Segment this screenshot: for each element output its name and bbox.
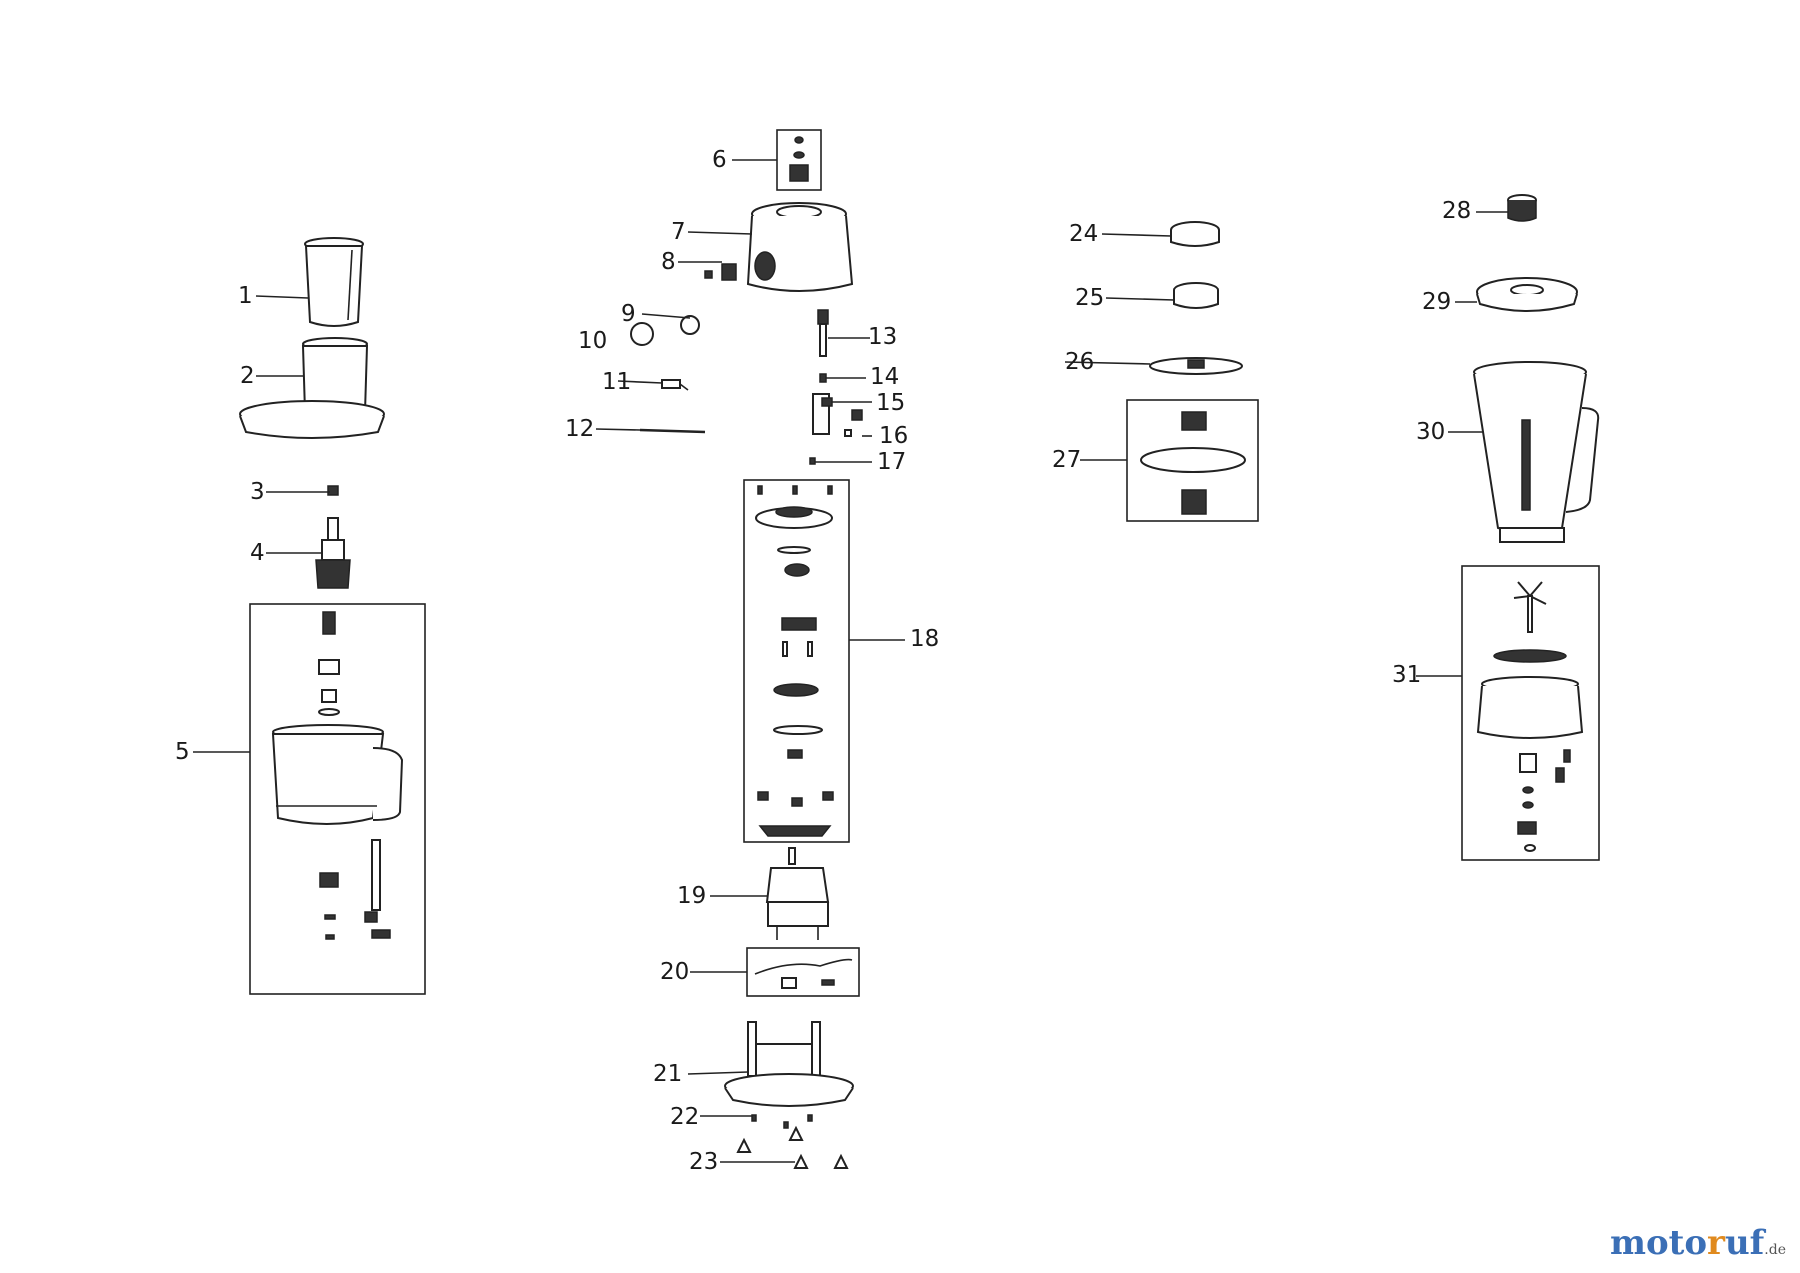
part-29-jug-lid — [1476, 277, 1578, 312]
logo-part-d: .de — [1764, 1242, 1786, 1258]
callout-13: 13 — [868, 324, 898, 350]
part-26-emulsifying-disc — [1149, 357, 1243, 375]
part-16-microswitch — [844, 409, 863, 437]
part-10-ring — [630, 322, 654, 346]
part-31-blade-assembly — [1461, 565, 1600, 861]
part-22-screws — [751, 1114, 813, 1129]
callout-7: 7 — [671, 219, 686, 245]
part-20-cord-set — [746, 947, 860, 997]
part-21-base — [724, 1021, 854, 1107]
part-25-grating-disc — [1173, 282, 1219, 309]
callout-24: 24 — [1069, 221, 1099, 247]
part-4-drive-shaft — [315, 517, 351, 589]
callout-21: 21 — [653, 1061, 683, 1087]
part-28-measuring-cap — [1507, 194, 1537, 222]
part-6-coupling-kit — [776, 129, 822, 191]
part-13-shaft — [817, 309, 829, 357]
callout-29: 29 — [1422, 289, 1452, 315]
callout-27: 27 — [1052, 447, 1082, 473]
callout-3: 3 — [250, 479, 265, 505]
callout-19: 19 — [677, 883, 707, 909]
callout-10: 10 — [578, 328, 608, 354]
callout-30: 30 — [1416, 419, 1446, 445]
part-23-feet — [736, 1125, 849, 1169]
part-15-switch-board — [812, 393, 833, 435]
part-30-blender-jug — [1473, 361, 1600, 543]
callout-17: 17 — [877, 449, 907, 475]
logo-part-c: uf — [1724, 1223, 1765, 1263]
callout-4: 4 — [250, 540, 265, 566]
callout-20: 20 — [660, 959, 690, 985]
callout-23: 23 — [689, 1149, 719, 1175]
part-11-capacitor — [661, 379, 689, 391]
callout-6: 6 — [712, 147, 727, 173]
callout-22: 22 — [670, 1104, 700, 1130]
callout-31: 31 — [1392, 662, 1422, 688]
part-1-pusher — [304, 237, 364, 327]
callout-5: 5 — [175, 739, 190, 765]
part-18-gearbox-assembly — [743, 479, 850, 843]
logo-part-b: r — [1707, 1223, 1725, 1263]
callout-26: 26 — [1065, 349, 1095, 375]
callout-1: 1 — [238, 283, 253, 309]
part-2-lid-feed-tube — [239, 337, 385, 439]
callout-15: 15 — [876, 390, 906, 416]
part-19-motor — [765, 847, 830, 940]
callout-14: 14 — [870, 364, 900, 390]
callout-2: 2 — [240, 363, 255, 389]
callout-12: 12 — [565, 416, 595, 442]
callout-18: 18 — [910, 626, 940, 652]
part-3-nut — [327, 485, 339, 496]
part-14-spring — [819, 373, 827, 383]
part-9-knob — [680, 315, 700, 335]
part-8-switch-knob — [704, 263, 737, 281]
callout-28: 28 — [1442, 198, 1472, 224]
callout-9: 9 — [621, 301, 636, 327]
logo-part-a: moto — [1609, 1223, 1708, 1263]
part-17-screw — [809, 457, 816, 465]
callout-11: 11 — [602, 369, 632, 395]
part-12-rod — [639, 428, 706, 434]
callout-16: 16 — [879, 423, 909, 449]
callout-8: 8 — [661, 249, 676, 275]
callout-25: 25 — [1075, 285, 1105, 311]
part-7-top-housing — [746, 202, 854, 292]
part-5-bowl-assembly — [249, 603, 426, 995]
motoruf-logo: motoruf.de — [1610, 1223, 1786, 1263]
part-27-disc-holder-kit — [1126, 399, 1259, 522]
part-24-slicing-disc — [1170, 221, 1220, 247]
